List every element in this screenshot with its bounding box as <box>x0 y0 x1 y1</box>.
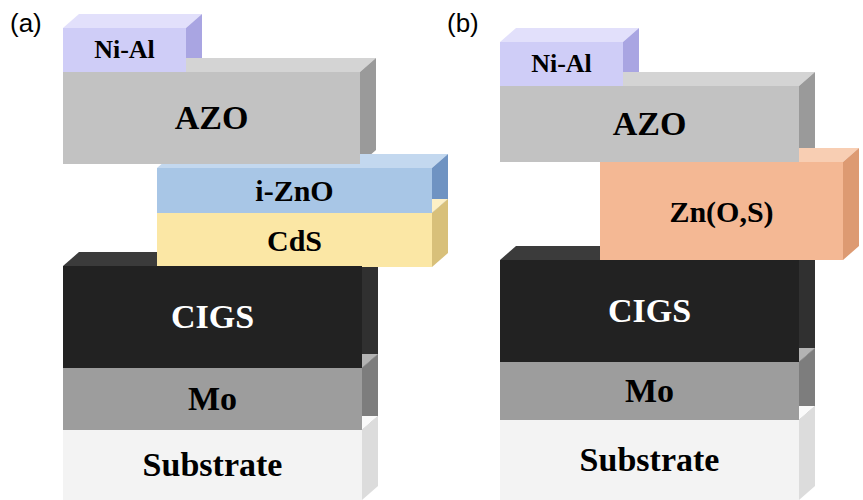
buffer-layer: Zn(O,S) <box>600 162 843 260</box>
layer-label: Substrate <box>143 446 283 483</box>
substrate-layer: Substrate <box>63 430 362 500</box>
layer-face <box>362 252 378 368</box>
electrode-layer: Ni-Al <box>500 42 623 86</box>
electrode-layer: Ni-Al <box>63 28 186 72</box>
buffer-layer: CdS <box>157 213 432 267</box>
absorber-layer: CIGS <box>63 266 362 368</box>
window-layer: AZO <box>500 86 799 162</box>
back-contact-layer: Mo <box>63 368 362 430</box>
layer-label: AZO <box>175 99 249 136</box>
layer-label: Mo <box>188 380 237 417</box>
layer-face <box>63 14 202 28</box>
layer-label: AZO <box>613 105 687 142</box>
layer-label: Ni-Al <box>531 50 592 79</box>
layer-label: Substrate <box>580 441 720 478</box>
layer-label: CdS <box>267 224 322 257</box>
layer-label: Zn(O,S) <box>669 195 773 228</box>
layer-label: Ni-Al <box>94 36 155 65</box>
back-contact-layer: Mo <box>500 362 799 420</box>
layer-face <box>799 406 815 500</box>
layer-face <box>432 199 448 267</box>
buffer-layer: i-ZnO <box>157 168 432 213</box>
absorber-layer: CIGS <box>500 260 799 362</box>
layer-label: CIGS <box>608 292 691 329</box>
layer-label: i-ZnO <box>255 174 333 207</box>
panel-label: (a) <box>10 8 42 39</box>
layer-label: CIGS <box>171 298 254 335</box>
layer-face <box>500 28 639 42</box>
layer-face <box>362 416 378 500</box>
layer-face <box>843 148 859 260</box>
substrate-layer: Substrate <box>500 420 799 500</box>
layer-face <box>799 246 815 362</box>
window-layer: AZO <box>63 72 360 164</box>
panel-label: (b) <box>447 8 479 39</box>
layer-label: Mo <box>625 372 674 409</box>
layer-face <box>360 58 376 164</box>
